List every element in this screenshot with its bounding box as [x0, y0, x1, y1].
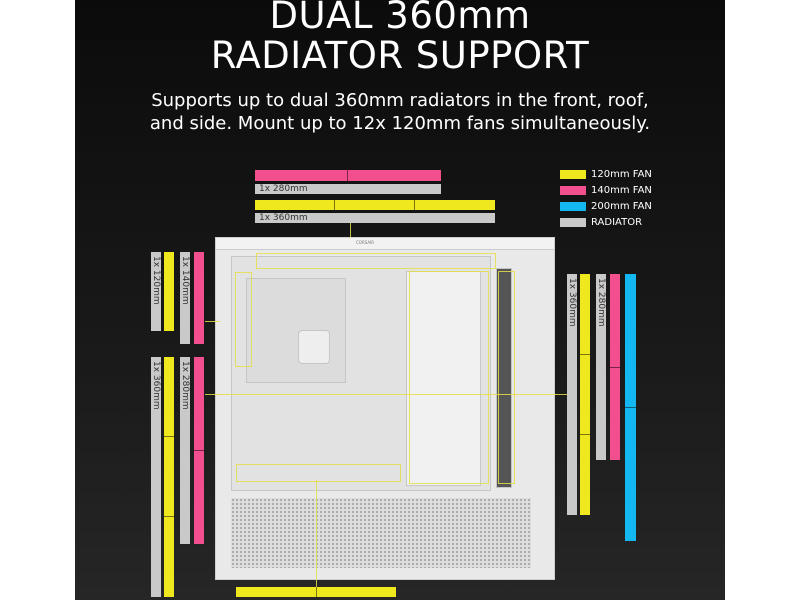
left-lower-radiator-360: 1x 360mm	[151, 357, 161, 597]
legend-swatch-120mm-fan	[560, 170, 586, 179]
left-lower-140mm-fans	[194, 357, 204, 544]
front-200mm-fans	[625, 274, 636, 541]
bottom-120mm-fans	[236, 587, 396, 597]
heading-line-1: DUAL 360mm	[269, 0, 531, 37]
subtitle-line-2: and side. Mount up to 12x 120mm fans sim…	[149, 113, 651, 134]
legend-label: 200mm FAN	[591, 201, 652, 212]
legend-swatch-radiator	[560, 218, 586, 227]
pc-case-illustration: CORSAIR	[215, 237, 556, 580]
top-radiator-280: 1x 280mm	[255, 184, 441, 194]
case-brand-logo: CORSAIR	[356, 240, 375, 245]
legend-swatch-200mm-fan	[560, 202, 586, 211]
left-upper-120mm-fan	[164, 252, 174, 331]
top-140mm-fans	[255, 170, 441, 181]
left-upper-radiator-120: 1x 120mm	[151, 252, 161, 331]
legend-label: RADIATOR	[591, 217, 643, 228]
top-120mm-fans	[255, 200, 495, 210]
subtitle-line-1: Supports up to dual 360mm radiators in t…	[151, 90, 649, 111]
front-radiator-280: 1x 280mm	[596, 274, 606, 460]
left-upper-radiator-140: 1x 140mm	[180, 252, 190, 344]
legend-label: 140mm FAN	[591, 185, 652, 196]
left-lower-radiator-280: 1x 280mm	[180, 357, 190, 544]
legend-label: 120mm FAN	[591, 169, 652, 180]
top-radiator-360: 1x 360mm	[255, 213, 495, 223]
front-120mm-fans	[580, 274, 590, 515]
front-140mm-fans	[610, 274, 620, 460]
front-radiator-360: 1x 360mm	[567, 274, 577, 515]
legend-swatch-140mm-fan	[560, 186, 586, 195]
left-upper-140mm-fan	[194, 252, 204, 344]
heading-line-2: RADIATOR SUPPORT	[210, 34, 590, 77]
left-lower-120mm-fans	[164, 357, 174, 597]
